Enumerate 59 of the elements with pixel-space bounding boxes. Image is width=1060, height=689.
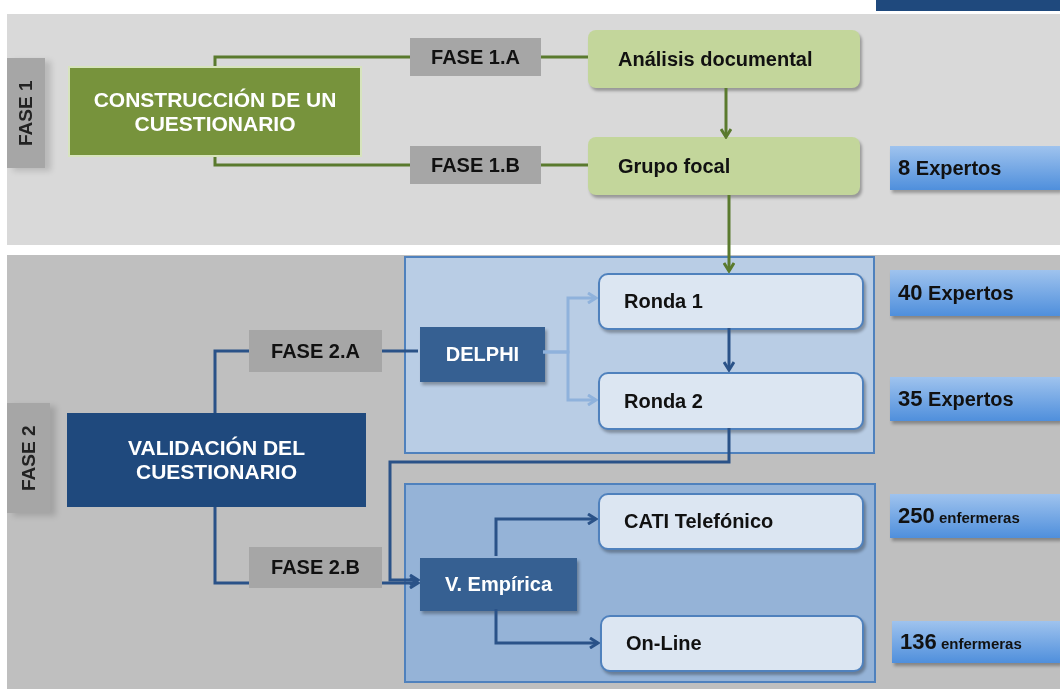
phase-label [249, 330, 382, 372]
count-badge [890, 494, 1060, 538]
arrow [719, 88, 733, 139]
step-box [588, 30, 860, 88]
phase-tab: FASE 1 [7, 58, 45, 168]
arrow [722, 195, 736, 273]
count-badge [892, 621, 1060, 663]
phase-title-box [67, 413, 366, 507]
connector-line [213, 507, 249, 585]
step-text: Análisis documental [618, 47, 813, 71]
arrow [494, 609, 600, 650]
phase-text: FASE 2.A [271, 339, 360, 363]
arrow [382, 576, 420, 590]
step-text: Ronda 2 [624, 389, 703, 413]
arrow [543, 350, 598, 407]
count-text: 8 Expertos [898, 155, 1002, 181]
arrow [494, 512, 598, 556]
connector-line [213, 349, 249, 413]
phase-tab: FASE 2 [7, 403, 50, 513]
phase-text: FASE 1.A [431, 45, 520, 69]
step-box [600, 615, 864, 672]
method-text: V. Empírica [444, 573, 553, 596]
count-badge [890, 377, 1060, 421]
step-box [598, 493, 864, 550]
phase-label [249, 547, 382, 588]
method-panel [404, 483, 876, 683]
step-box [598, 273, 864, 330]
count-text: 35 Expertos [898, 386, 1014, 412]
count-badge [890, 270, 1060, 316]
step-text: CATI Telefónico [624, 510, 774, 533]
connector-line [213, 55, 410, 66]
step-text: Grupo focal [618, 154, 731, 178]
method-box [420, 558, 577, 611]
step-text: On-Line [626, 632, 702, 655]
count-text: 250 enfermeras [898, 503, 1020, 529]
method-text: DELPHI [445, 343, 520, 366]
connector-line [213, 157, 410, 167]
count-text: 40 Expertos [898, 280, 1014, 306]
connector-line [382, 349, 418, 353]
phase-title-box [68, 66, 362, 157]
title-text: VALIDACIÓN DEL CUESTIONARIO [127, 436, 306, 484]
step-box [598, 372, 864, 430]
phase-label [410, 146, 541, 184]
phase-band [7, 255, 1060, 689]
phase-text: FASE 2.B [271, 556, 360, 579]
count-text: 136 enfermeras [900, 629, 1022, 655]
step-box [588, 137, 860, 195]
step-text: Ronda 1 [624, 290, 703, 313]
arrow [722, 328, 736, 372]
connector-line [541, 55, 588, 59]
title-text: CONSTRUCCIÓN DE UN CUESTIONARIO [92, 87, 338, 136]
phase-band [7, 14, 1060, 245]
phase-label [410, 38, 541, 76]
phase-text: FASE 1.B [431, 153, 520, 177]
arrow [388, 428, 731, 587]
method-panel [404, 256, 875, 454]
method-box [420, 327, 545, 382]
count-badge [890, 146, 1060, 190]
connector-line [541, 163, 588, 167]
